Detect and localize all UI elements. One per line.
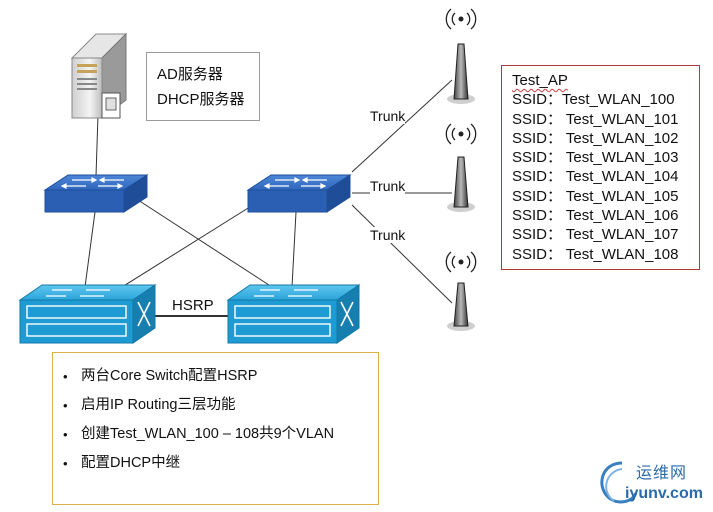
trunk-line-3 — [351, 204, 453, 304]
note-item: 两台Core Switch配置HSRP — [63, 362, 378, 391]
trunk-line-1 — [351, 79, 453, 173]
ap-title: Test_AP — [512, 72, 568, 89]
trunk-label-2: Trunk — [370, 178, 406, 194]
access-point-3-icon — [445, 251, 477, 331]
hsrp-label: HSRP — [172, 297, 214, 314]
config-notes-box: 两台Core Switch配置HSRP 启用IP Routing三层功能 创建T… — [52, 352, 379, 505]
note-item: 创建Test_WLAN_100 – 108共9个VLAN — [63, 420, 378, 449]
access-switch-right-icon — [246, 174, 352, 213]
access-point-1-icon — [445, 8, 477, 104]
ssid-item: SSID：Test_WLAN_100 — [512, 91, 675, 109]
switch-left-to-core-right-line — [137, 199, 273, 288]
ssid-item: SSID： Test_WLAN_104 — [512, 168, 679, 186]
ssid-item: SSID： Test_WLAN_101 — [512, 110, 679, 128]
ad-server-label: AD服务器 — [157, 66, 223, 83]
ssid-item: SSID： Test_WLAN_106 — [512, 207, 679, 225]
ap-ssid-box: Test_AP SSID：Test_WLAN_100 SSID： Test_WL… — [501, 65, 700, 270]
dhcp-server-label: DHCP服务器 — [157, 91, 245, 108]
access-switch-left-icon — [43, 174, 149, 213]
core-switch-right-icon — [226, 284, 361, 344]
server-description-box: AD服务器 DHCP服务器 — [146, 52, 260, 121]
ssid-item: SSID： Test_WLAN_102 — [512, 129, 679, 147]
ssid-item: SSID： Test_WLAN_107 — [512, 226, 679, 244]
switch-left-to-core-left-line — [84, 211, 96, 288]
swirl-logo-icon — [600, 461, 638, 504]
ssid-item: SSID： Test_WLAN_108 — [512, 245, 679, 263]
trunk-label-1: Trunk — [370, 108, 406, 124]
ssid-item: SSID： Test_WLAN_103 — [512, 149, 679, 167]
watermark-cn: 运维网 — [636, 465, 688, 482]
server-to-switch-line — [95, 114, 99, 177]
note-item: 配置DHCP中继 — [63, 449, 378, 478]
watermark-en: iyunv.com — [625, 485, 703, 502]
note-item: 启用IP Routing三层功能 — [63, 391, 378, 420]
connection-lines — [84, 79, 453, 317]
access-point-2-icon — [445, 123, 477, 212]
trunk-label-3: Trunk — [370, 227, 406, 243]
server-tower-icon — [70, 32, 128, 119]
switch-right-to-core-left-line — [121, 204, 254, 288]
ssid-item: SSID： Test_WLAN_105 — [512, 187, 679, 205]
switch-right-to-core-right-line — [291, 211, 297, 288]
core-switch-left-icon — [18, 284, 157, 344]
